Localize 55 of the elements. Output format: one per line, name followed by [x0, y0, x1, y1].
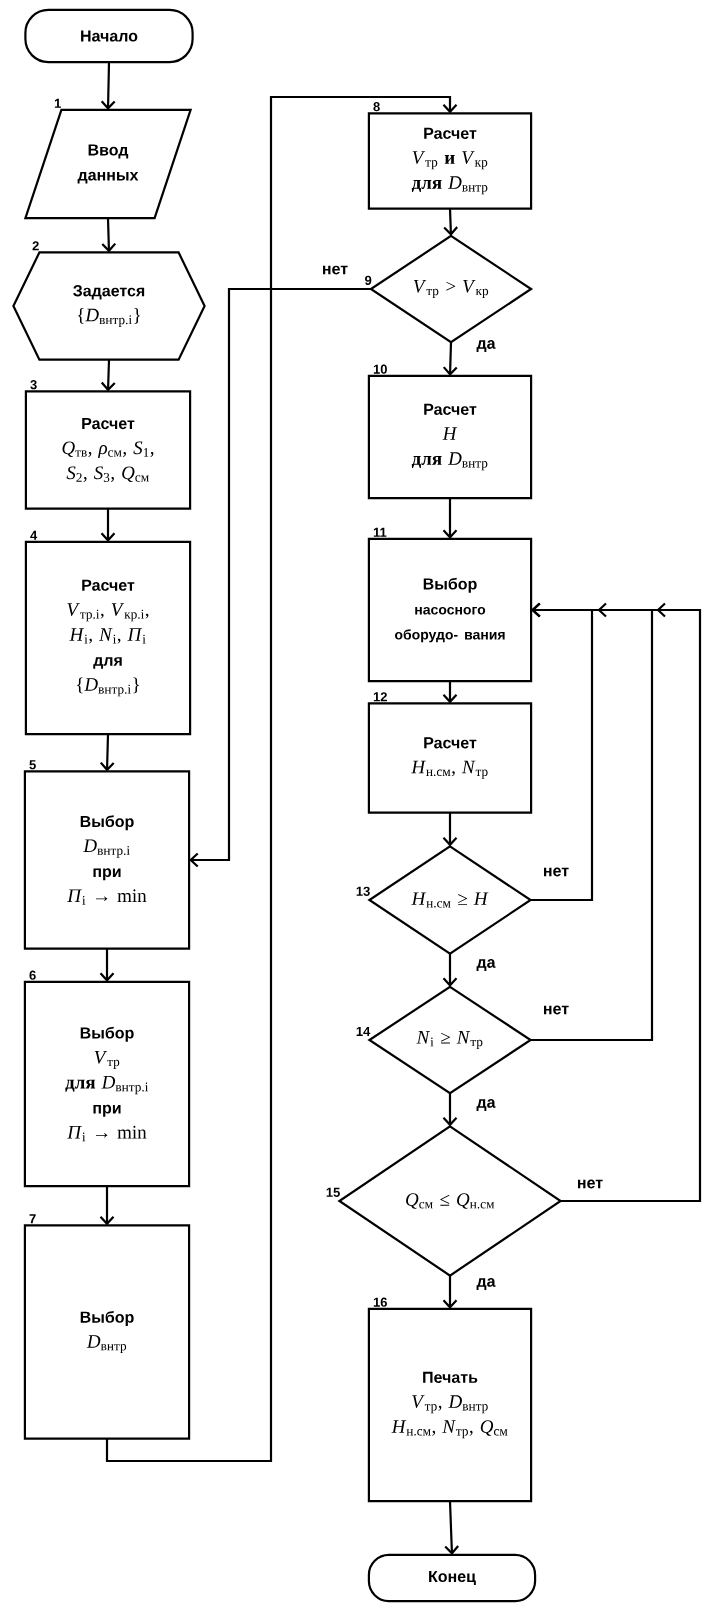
arrow: [444, 1501, 459, 1555]
process-box: Выбор D$_{внтр}$: [23, 1224, 191, 1440]
arrow: [442, 812, 458, 847]
edge-label: нет: [541, 866, 571, 878]
arrow: [442, 681, 458, 704]
arrow: [99, 734, 115, 772]
edge-label: да: [475, 1277, 497, 1291]
edge-label: нет: [575, 1178, 605, 1190]
arrow: [442, 953, 458, 987]
step-number: 16: [373, 1297, 387, 1307]
arrow: [100, 359, 116, 392]
process-box: Выбор V$_{тр}$ для D$_{внтр.i}$ при Π$_{i}$ → min: [23, 980, 191, 1188]
terminal-box: Начало: [24, 8, 194, 64]
arrow: [100, 508, 116, 542]
step-number: 6: [29, 970, 36, 980]
edge-label: да: [475, 958, 497, 972]
process-box: Расчет H$_{н.см}$, N$_{тр}$: [367, 702, 533, 814]
arrow: [99, 1186, 115, 1226]
arrow: [531, 602, 702, 1203]
preparation-hexagon: Задается {D$_{внтр.i}$}: [12, 251, 206, 361]
arrow: [105, 95, 458, 1463]
step-number: 10: [373, 364, 387, 374]
step-number: 12: [373, 692, 387, 702]
step-number: 4: [30, 530, 38, 540]
edge-label: нет: [320, 264, 350, 276]
step-number: 1: [54, 98, 61, 108]
arrow: [100, 62, 116, 110]
process-box: Расчет V$_{тр}$ и V$_{кр}$ для D$_{внтр}$: [367, 112, 533, 210]
step-number: 13: [356, 886, 370, 896]
arrow: [530, 602, 654, 1042]
step-number: 15: [326, 1187, 340, 1197]
step-number: 8: [373, 102, 380, 112]
arrow: [442, 498, 458, 539]
process-box: Выбор насосного оборудо- вания: [367, 537, 533, 683]
process-box: Расчет Q$_{тв}$, ρ$_{см}$, S$_{1}$, S$_{2}$, S$_{3}$, Q$_{см}$: [24, 390, 192, 510]
process-box: Расчет V$_{тр.i}$, V$_{кр.i}$, H$_{i}$, N$_{i}$, Π$_{i}$ для {D$_{внтр.i}$}: [24, 540, 192, 736]
arrow: [99, 948, 115, 982]
step-number: 7: [29, 1214, 36, 1224]
step-number: 5: [29, 760, 36, 770]
arrow: [101, 218, 117, 253]
process-box: Печать V$_{тр}$, D$_{внтр}$ H$_{н.см}$, N$_{тр}$, Q$_{см}$: [367, 1307, 533, 1503]
step-number: 2: [32, 241, 39, 251]
step-number: 11: [373, 527, 387, 537]
edge-label: нет: [541, 1004, 571, 1016]
arrow: [442, 1275, 458, 1309]
edge-label: да: [475, 1098, 497, 1112]
arrow: [442, 1093, 458, 1127]
process-box: Расчет H для D$_{внтр}$: [367, 374, 533, 500]
step-number: 3: [30, 380, 37, 390]
process-box: Выбор D$_{внтр.i}$ при Π$_{i}$ → min: [23, 770, 191, 950]
step-number: 9: [365, 275, 372, 285]
arrow: [189, 287, 371, 868]
arrow: [442, 342, 458, 376]
terminal-box: Конец: [367, 1553, 537, 1603]
arrow: [443, 208, 458, 236]
